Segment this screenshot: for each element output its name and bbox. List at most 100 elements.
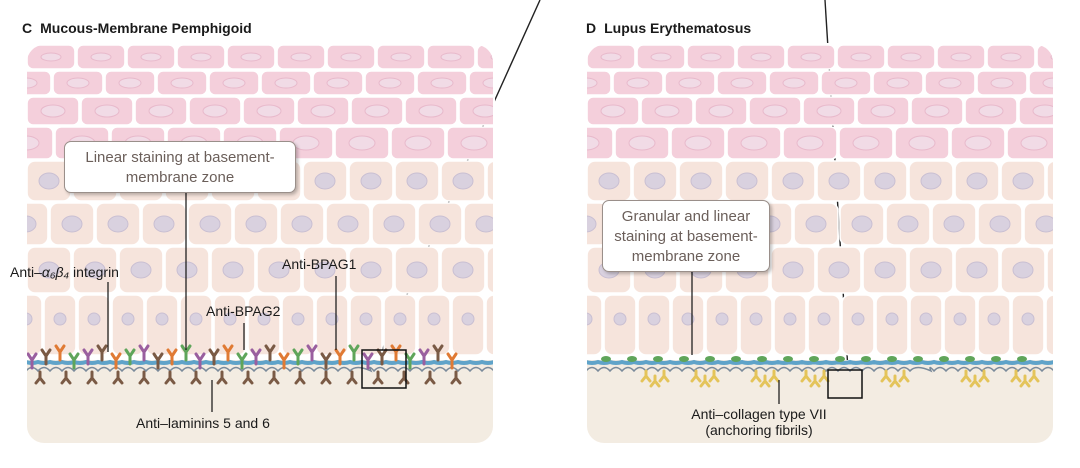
basal-nucleus — [383, 215, 405, 233]
superficial-nucleus — [290, 52, 312, 62]
superficial-nucleus — [938, 77, 962, 89]
panel-title-text-d: Lupus Erythematosus — [604, 20, 752, 36]
superficial-nucleus — [700, 52, 722, 62]
basal-nucleus — [805, 215, 827, 233]
basal-nucleus — [268, 261, 290, 279]
superficial-cell — [586, 126, 614, 160]
antibody-laminin — [450, 370, 462, 385]
antibody — [180, 344, 192, 362]
basal-nucleus — [1021, 312, 1035, 326]
superficial-nucleus — [90, 52, 112, 62]
antibody — [236, 352, 248, 370]
antibody — [82, 348, 94, 366]
antibody-laminin — [34, 370, 46, 385]
superficial-nucleus — [202, 104, 228, 118]
basal-nucleus — [499, 173, 519, 189]
basal-nucleus — [26, 215, 37, 233]
basal-nucleus — [360, 261, 382, 279]
superficial-nucleus — [908, 135, 936, 151]
superficial-nucleus — [782, 77, 806, 89]
basal-nucleus — [782, 172, 804, 190]
superficial-nucleus — [650, 52, 672, 62]
superficial-nucleus — [472, 104, 494, 118]
basal-cell — [26, 202, 49, 246]
superficial-nucleus — [852, 135, 880, 151]
basal-nucleus — [314, 172, 336, 190]
superficial-nucleus — [460, 135, 488, 151]
basal-nucleus — [257, 312, 271, 326]
basal-nucleus — [715, 312, 729, 326]
superficial-nucleus — [430, 77, 454, 89]
basal-nucleus — [84, 261, 106, 279]
superficial-nucleus — [274, 77, 298, 89]
callout-linear-staining: Linear staining at basement-membrane zon… — [64, 141, 296, 193]
basal-nucleus — [598, 172, 620, 190]
antibody-collagen — [768, 369, 780, 383]
antibody-laminin — [164, 370, 176, 385]
basal-nucleus — [647, 312, 661, 326]
panel-letter-d: D — [586, 20, 597, 36]
antibody — [390, 344, 402, 362]
basal-nucleus — [1012, 172, 1034, 190]
granular-deposit — [991, 356, 1001, 362]
granular-deposit — [627, 356, 637, 362]
superficial-nucleus — [762, 104, 788, 118]
antibody — [40, 348, 52, 366]
superficial-nucleus — [256, 104, 282, 118]
antibody-laminin — [86, 370, 98, 385]
antibody — [418, 348, 430, 366]
superficial-cell — [26, 70, 52, 96]
basal-nucleus — [189, 312, 203, 326]
superficial-nucleus — [708, 104, 734, 118]
granular-deposit — [757, 356, 767, 362]
basal-nucleus — [38, 261, 60, 279]
antibody-laminin — [424, 370, 436, 385]
antibody-collagen — [699, 374, 711, 388]
tissue-layers — [26, 44, 519, 444]
superficial-nucleus — [292, 135, 320, 151]
granular-deposit — [887, 356, 897, 362]
antibody-laminin — [60, 370, 72, 385]
superficial-nucleus — [482, 77, 494, 89]
basal-nucleus — [1035, 215, 1054, 233]
basal-cell — [1045, 294, 1054, 356]
antibody-laminin — [216, 370, 228, 385]
tissue-border — [25, 43, 495, 445]
basal-nucleus — [499, 262, 519, 278]
basal-nucleus — [613, 312, 627, 326]
dermis — [26, 360, 494, 444]
superficial-nucleus — [586, 135, 600, 151]
basal-nucleus — [53, 312, 67, 326]
superficial-cell — [476, 44, 494, 70]
tissue-illustration-c — [25, 43, 519, 445]
basal-cell — [1046, 160, 1054, 202]
superficial-nucleus — [66, 77, 90, 89]
basal-nucleus — [897, 215, 919, 233]
antibody-laminin — [268, 370, 280, 385]
label-anti-bpag1: Anti-BPAG1 — [282, 256, 357, 272]
antibody — [278, 352, 290, 370]
superficial-nucleus — [94, 104, 120, 118]
antibody — [306, 344, 318, 362]
basal-nucleus — [223, 312, 237, 326]
superficial-nucleus — [1032, 104, 1054, 118]
superficial-nucleus — [390, 52, 412, 62]
basal-nucleus — [953, 312, 967, 326]
panel-title-text-c: Mucous-Membrane Pemphigoid — [40, 20, 252, 36]
basal-nucleus — [782, 261, 804, 279]
antibody — [250, 348, 262, 366]
superficial-nucleus — [490, 52, 494, 62]
basal-nucleus — [828, 261, 850, 279]
basal-nucleus — [121, 312, 135, 326]
superficial-nucleus — [190, 52, 212, 62]
basal-nucleus — [245, 215, 267, 233]
basal-nucleus — [586, 215, 597, 233]
superficial-nucleus — [684, 135, 712, 151]
antibody — [348, 344, 360, 362]
basal-nucleus — [360, 172, 382, 190]
superficial-cell — [1036, 44, 1054, 70]
basal-nucleus — [851, 215, 873, 233]
antibody — [432, 344, 444, 362]
